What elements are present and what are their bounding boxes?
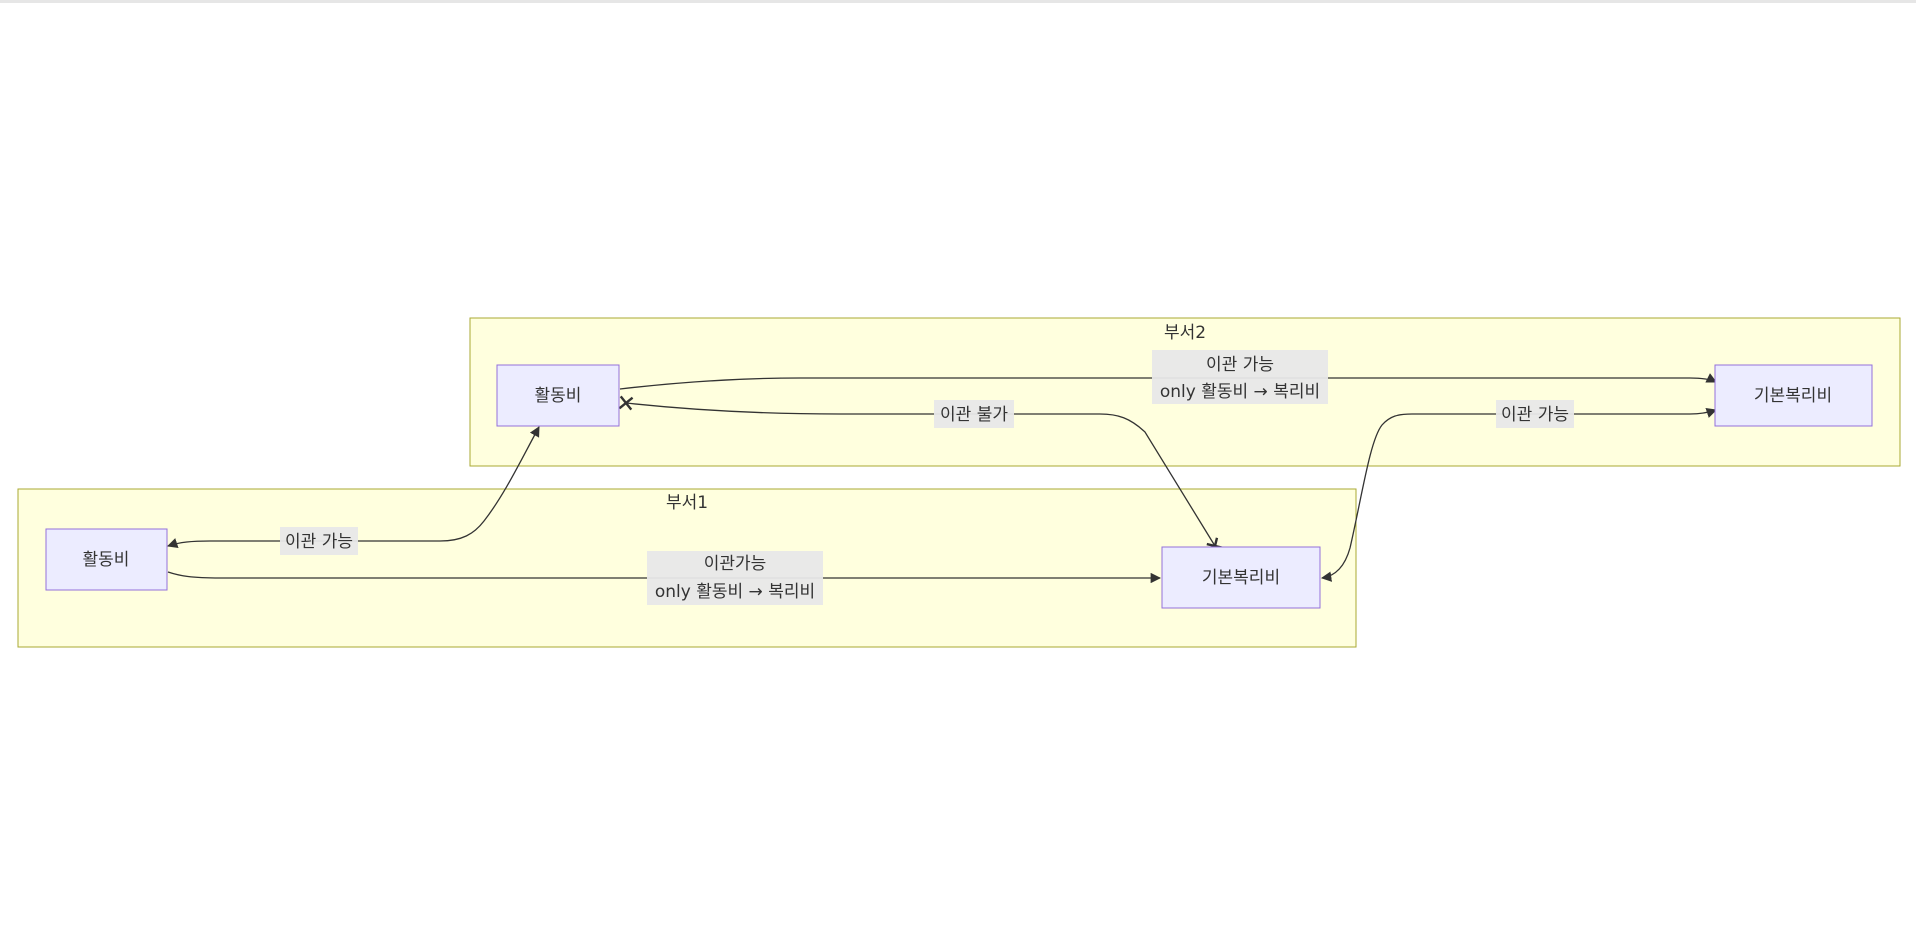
edge-label-bg — [647, 551, 823, 605]
edge-d2-activity-to-d2-welfare: 이관 가능 only 활동비 → 복리비 — [619, 350, 1717, 404]
edge-label-bg — [280, 527, 358, 555]
edge-line — [167, 426, 540, 548]
edge-line — [619, 373, 1717, 390]
node-label: 기본복리비 — [1202, 568, 1280, 588]
edge-label-line-1: 이관 불가 — [940, 405, 1008, 425]
node-box[interactable] — [1161, 546, 1321, 609]
node-box[interactable] — [1714, 364, 1873, 427]
edge-label-line-1: 이관가능 — [704, 554, 767, 574]
node-box[interactable] — [496, 364, 620, 427]
node-dept2-activity[interactable]: 활동비 — [496, 364, 620, 427]
edge-d1-activity-to-d1-welfare: 이관가능 only 활동비 → 복리비 — [167, 551, 1162, 605]
edge-line — [1320, 408, 1717, 582]
edge-d1-welfare-to-d2-welfare: 이관 가능 — [1320, 400, 1717, 582]
node-label: 활동비 — [535, 386, 582, 406]
edge-line — [618, 395, 1224, 555]
node-label: 기본복리비 — [1754, 386, 1832, 406]
edge-d1-welfare-to-d2-activity: 이관 불가 — [618, 395, 1224, 555]
edge-label-bg — [1496, 400, 1574, 428]
node-label: 활동비 — [83, 550, 130, 570]
edge-line — [167, 571, 1162, 584]
edge-label-line-1: 이관 가능 — [1501, 405, 1569, 425]
edge-label-line-1: 이관 가능 — [285, 532, 353, 552]
cluster-dept2-label: 부서2 — [1164, 323, 1206, 343]
edge-label-line-1: 이관 가능 — [1206, 355, 1274, 375]
edge-d1-activity-to-d2-activity: 이관 가능 — [167, 426, 540, 555]
node-dept1-welfare[interactable]: 기본복리비 — [1161, 546, 1321, 609]
edge-label-line-2: only 활동비 → 복리비 — [655, 582, 815, 602]
top-border — [0, 0, 1916, 3]
node-dept1-activity[interactable]: 활동비 — [45, 528, 168, 591]
node-dept2-welfare[interactable]: 기본복리비 — [1714, 364, 1873, 427]
edge-label-line-2: only 활동비 → 복리비 — [1160, 382, 1320, 402]
cluster-dept1-label: 부서1 — [666, 493, 708, 513]
node-box[interactable] — [45, 528, 168, 591]
edge-label-bg — [934, 400, 1014, 428]
edge-label-bg — [1152, 350, 1328, 404]
